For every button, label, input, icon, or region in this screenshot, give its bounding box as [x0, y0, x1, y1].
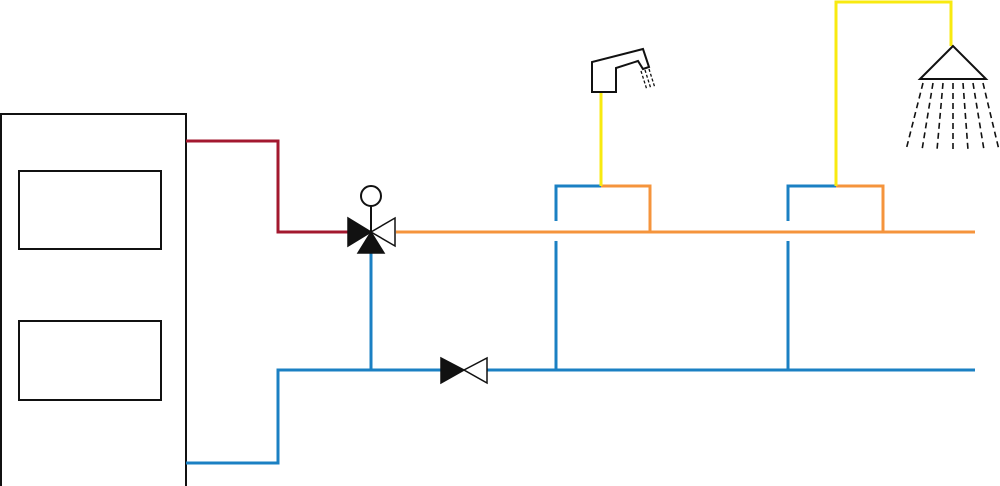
valve-actuator-icon: [360, 185, 382, 207]
shower-cold-riser-upper: [786, 184, 836, 221]
boiler: [0, 113, 187, 486]
faucet-icon: [591, 47, 656, 93]
shower-head-icon: [905, 44, 1000, 151]
shutoff-valve[interactable]: [440, 356, 488, 385]
faucet-branch: [554, 92, 652, 370]
valve-outlet-triangle-icon: [369, 216, 396, 248]
shower-hot-riser: [836, 184, 885, 232]
shutoff-valve-left-icon: [440, 356, 466, 385]
boiler-lower-panel: [18, 320, 162, 401]
valve-bypass-triangle-icon: [356, 230, 386, 254]
boiler-upper-panel: [18, 170, 162, 250]
cold-return-pipe: [186, 368, 442, 465]
shower-branch: [786, 0, 953, 370]
shutoff-valve-right-icon: [462, 356, 488, 385]
valve-inlet-triangle-icon: [347, 216, 373, 248]
hot-supply-pipe: [186, 139, 349, 234]
boiler-body: [0, 113, 187, 486]
faucet-hot-riser: [601, 184, 652, 232]
shower-outlet-pipe: [834, 0, 953, 186]
faucet-cold-riser-upper: [554, 184, 601, 221]
three-way-mixing-valve[interactable]: [347, 185, 396, 254]
